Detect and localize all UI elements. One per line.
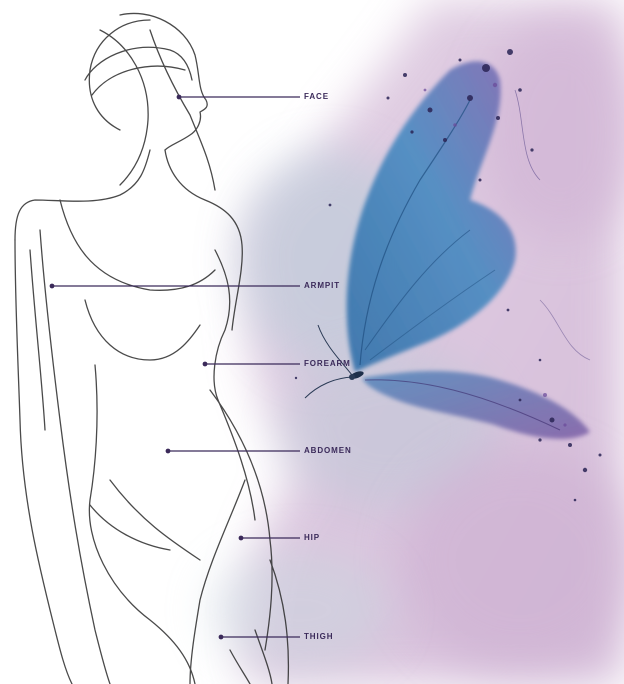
label-thigh: THIGH xyxy=(304,632,333,642)
label-forearm: FOREARM xyxy=(304,359,351,369)
label-hip: HIP xyxy=(304,533,320,543)
label-face: FACE xyxy=(304,92,329,102)
label-armpit: ARMPIT xyxy=(304,281,340,291)
label-abdomen: ABDOMEN xyxy=(304,446,352,456)
